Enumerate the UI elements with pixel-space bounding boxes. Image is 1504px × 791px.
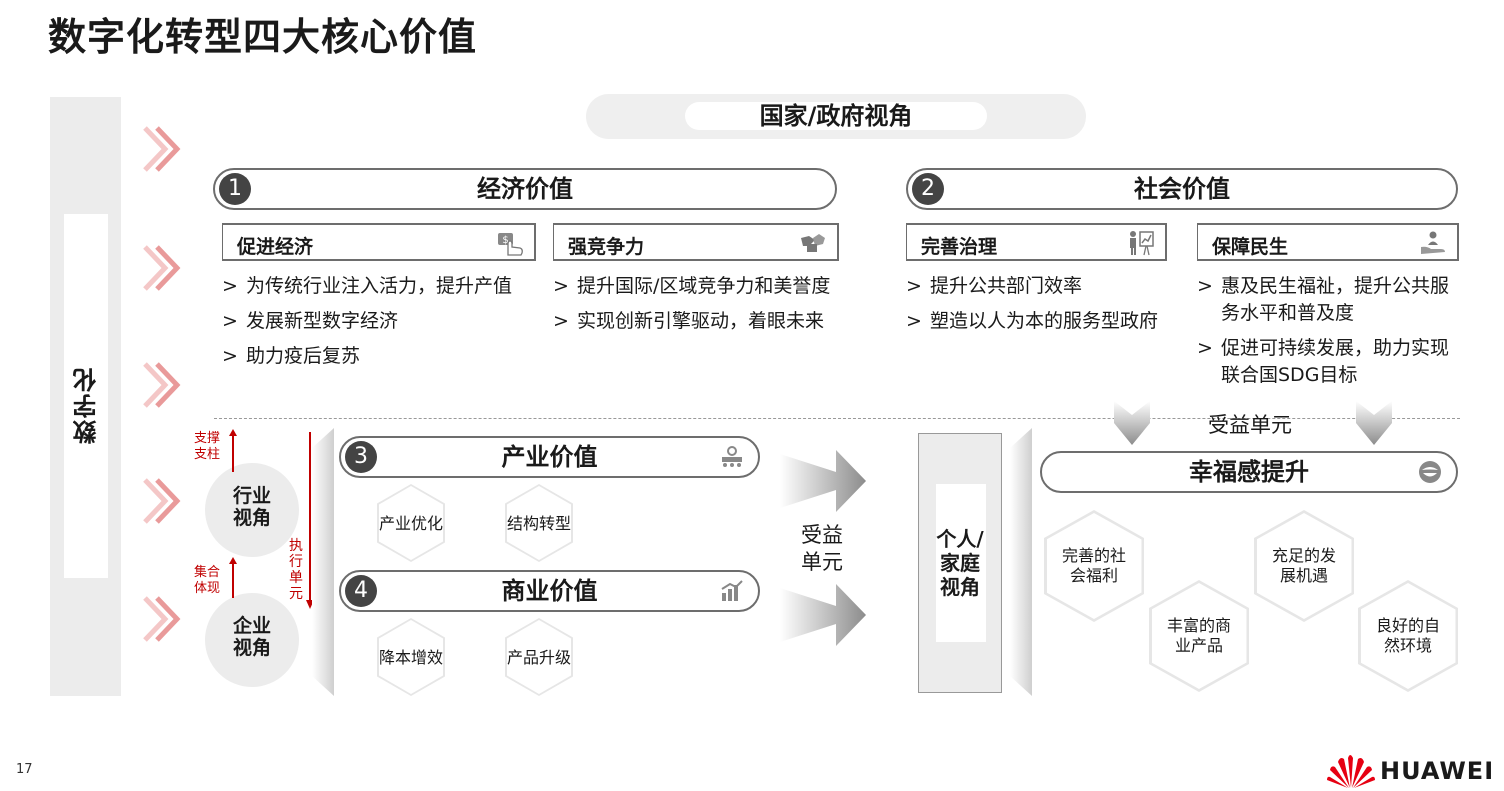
card-livelihood: 保障民生: [1197, 223, 1459, 261]
right-arrow-icon: [780, 584, 866, 646]
list-item: >提升公共部门效率: [906, 275, 1083, 297]
hex-label: 产业优化: [379, 486, 443, 560]
list-item: >惠及民生福祉，提升公共服务水平和普及度: [1197, 275, 1450, 324]
benefit-unit-label: 受益单元: [801, 523, 843, 574]
page-number: 17: [16, 762, 33, 777]
exec-unit-label: 执行单元: [289, 538, 303, 602]
coin-hand-icon: $: [498, 233, 523, 256]
personal-view-inner: [936, 484, 986, 642]
bullet-list-livelihood: >惠及民生福祉，提升公共服务水平和普及度 >促进可持续发展，助力实现联合国SDG…: [1197, 273, 1465, 389]
presenter-icon: [1130, 231, 1154, 256]
hex-label: 降本增效: [379, 620, 443, 694]
hex-label: 完善的社会福利: [1046, 513, 1142, 619]
bracket-shade: [312, 428, 334, 696]
industrial-value-pill: 3 产业价值: [339, 436, 760, 478]
handshake-icon: [801, 234, 825, 252]
economic-value-label: 经济价值: [477, 175, 573, 203]
enterprise-view-label: 企业视角: [232, 615, 271, 659]
card-title: 强竞争力: [568, 236, 645, 258]
list-item: >实现创新引擎驱动，着眼未来: [553, 310, 825, 332]
social-value-pill: 2 社会价值: [906, 168, 1458, 210]
list-item: >发展新型数字经济: [222, 310, 399, 332]
commercial-number-badge: 4: [345, 575, 377, 607]
digitalization-label: 数字化: [72, 366, 101, 444]
hex-product-upgrade: 产品升级: [505, 618, 573, 696]
hex-commercial-products: 丰富的商业产品: [1149, 580, 1249, 692]
huawei-brand-text: HUAWEI: [1380, 757, 1495, 785]
list-item: >助力疫后复苏: [222, 345, 361, 367]
hex-label: 丰富的商业产品: [1151, 583, 1247, 689]
up-arrow-icon: [229, 557, 237, 598]
commercial-value-label: 商业价值: [501, 577, 598, 605]
happiness-pill: 幸福感提升: [1040, 451, 1458, 493]
industry-view-label: 行业视角: [232, 485, 271, 529]
hex-cost-reduction: 降本增效: [377, 618, 445, 696]
hex-development-opportunity: 充足的发展机遇: [1254, 510, 1354, 622]
list-item: >提升国际/区域竞争力和美誉度: [553, 275, 831, 297]
digitalization-bar-inner: [64, 214, 108, 578]
up-arrow-icon: [229, 429, 237, 472]
chevron-right-icon: [143, 245, 181, 291]
growth-chart-icon: [721, 580, 743, 601]
personal-view-panel: [918, 433, 1002, 693]
economic-value-pill: 1 经济价值: [213, 168, 837, 210]
care-hand-icon: [1421, 231, 1445, 254]
benefit-unit-top-label: 受益单元: [1208, 413, 1292, 437]
list-item: >为传统行业注入活力，提升产值: [222, 275, 513, 297]
gov-view-label: 国家/政府视角: [685, 102, 987, 130]
commercial-value-pill: 4 商业价值: [339, 570, 760, 612]
smile-face-icon: [1419, 461, 1441, 483]
card-title: 完善治理: [921, 236, 998, 258]
list-item: >促进可持续发展，助力实现联合国SDG目标: [1197, 337, 1450, 386]
digitalization-bar: [50, 97, 121, 696]
personal-view-label: 个人/家庭视角: [936, 527, 984, 599]
section-divider: [214, 418, 1460, 419]
social-number-badge: 2: [912, 173, 944, 205]
list-item: >塑造以人为本的服务型政府: [906, 310, 1159, 332]
card-title: 促进经济: [237, 236, 314, 258]
hex-social-welfare: 完善的社会福利: [1044, 510, 1144, 622]
hex-natural-environment: 良好的自然环境: [1358, 580, 1458, 692]
hex-structure-transform: 结构转型: [505, 484, 573, 562]
card-governance: 完善治理: [906, 223, 1167, 261]
industrial-value-label: 产业价值: [501, 443, 598, 471]
right-arrow-icon: [780, 450, 866, 512]
hex-label: 产品升级: [507, 620, 571, 694]
hex-label: 结构转型: [507, 486, 571, 560]
chevron-right-icon: [143, 362, 181, 408]
chevron-right-icon: [143, 596, 181, 642]
support-pillar-label: 支撑支柱: [194, 431, 221, 462]
card-competitiveness: 强竞争力: [553, 223, 839, 261]
hex-industry-optimize: 产业优化: [377, 484, 445, 562]
bracket-shade: [1010, 428, 1032, 696]
economic-number-badge: 1: [219, 173, 251, 205]
digitalization-label-wrap: 数字化: [64, 305, 108, 505]
card-title: 保障民生: [1212, 236, 1289, 258]
social-value-label: 社会价值: [1134, 175, 1230, 203]
page-title: 数字化转型四大核心价值: [48, 15, 478, 59]
bullet-list-economy: >为传统行业注入活力，提升产值 >发展新型数字经济 >助力疫后复苏: [222, 273, 542, 370]
down-arrow-icon: [1356, 401, 1392, 445]
hex-label: 良好的自然环境: [1360, 583, 1456, 689]
industrial-number-badge: 3: [345, 441, 377, 473]
factory-gear-icon: [722, 446, 742, 467]
chevron-right-icon: [143, 126, 181, 172]
bullet-list-competitiveness: >提升国际/区域竞争力和美誉度 >实现创新引擎驱动，着眼未来: [553, 273, 853, 335]
card-promote-economy: 促进经济 $: [222, 223, 536, 261]
chevron-right-icon: [143, 478, 181, 524]
svg-text:$: $: [502, 235, 508, 246]
enterprise-view-circle: 企业视角: [205, 593, 299, 687]
bullet-list-governance: >提升公共部门效率 >塑造以人为本的服务型政府: [906, 273, 1181, 335]
down-arrow-icon: [1114, 401, 1150, 445]
huawei-logo-icon: [1327, 755, 1375, 788]
industry-view-circle: 行业视角: [205, 463, 299, 557]
happiness-label: 幸福感提升: [1189, 458, 1309, 486]
hex-label: 充足的发展机遇: [1256, 513, 1352, 619]
collective-label: 集合体现: [194, 565, 221, 596]
